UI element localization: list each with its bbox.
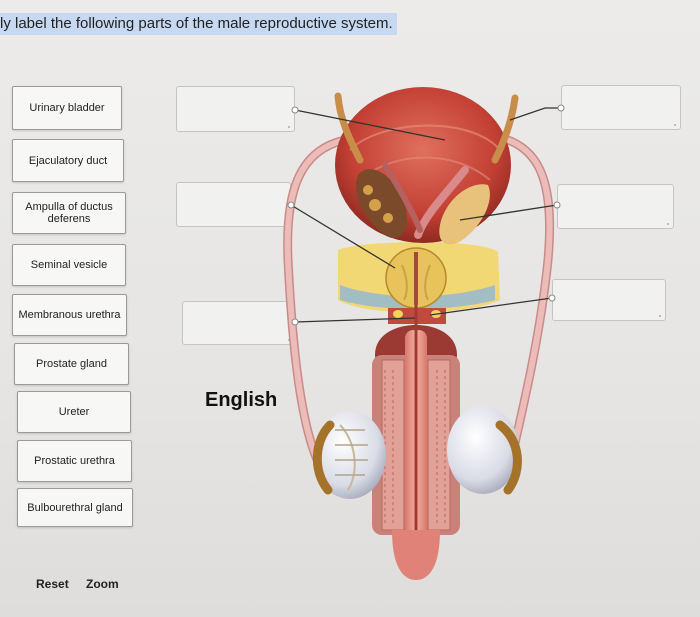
leader-lines	[290, 107, 561, 323]
label-ejaculatory-duct[interactable]: Ejaculatory duct	[12, 139, 124, 182]
drop-target-right-2[interactable]	[557, 184, 674, 229]
label-ureter[interactable]: Ureter	[17, 391, 131, 433]
drop-target-left-1[interactable]	[176, 86, 295, 132]
label-membranous-urethra[interactable]: Membranous urethra	[12, 294, 127, 336]
ureter-right	[491, 94, 519, 164]
testis-left	[314, 411, 386, 499]
seminal-vesicle-right	[439, 184, 490, 245]
language-label: English	[205, 389, 278, 411]
drop-target-left-3[interactable]	[182, 301, 295, 345]
drop-target-left-2[interactable]	[176, 182, 291, 227]
bulbourethral-gland-left	[393, 310, 403, 318]
ureter-left	[334, 92, 364, 164]
label-seminal-vesicle[interactable]: Seminal vesicle	[12, 244, 126, 286]
drop-target-right-3[interactable]	[552, 279, 666, 321]
label-prostatic-urethra[interactable]: Prostatic urethra	[17, 440, 132, 482]
instruction-text: ly label the following parts of the male…	[0, 13, 397, 35]
glans-penis	[392, 530, 440, 580]
testis-right	[447, 406, 519, 494]
label-ampulla-of-ductus-deferens[interactable]: Ampulla of ductus deferens	[12, 192, 126, 234]
drop-target-right-1[interactable]	[561, 85, 681, 130]
reset-button[interactable]: Reset	[36, 577, 69, 591]
label-prostate-gland[interactable]: Prostate gland	[14, 343, 129, 385]
label-urinary-bladder[interactable]: Urinary bladder	[12, 86, 122, 130]
label-bulbourethral-gland[interactable]: Bulbourethral gland	[17, 488, 133, 527]
zoom-button[interactable]: Zoom	[86, 577, 119, 591]
